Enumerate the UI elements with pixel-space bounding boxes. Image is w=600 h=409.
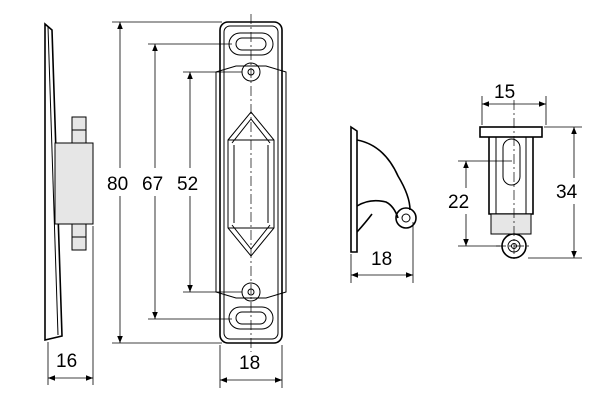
dim-side-width: 16 xyxy=(56,351,77,372)
dim-end-height: 34 xyxy=(556,182,578,203)
dim-profile-width: 18 xyxy=(371,249,392,270)
end-view: 15 22 34 xyxy=(448,82,582,262)
dim-end-slot-height: 22 xyxy=(448,192,469,213)
dim-slot-spacing: 67 xyxy=(142,174,163,195)
dim-overall-height: 80 xyxy=(107,174,128,195)
dim-end-top-width: 15 xyxy=(494,82,515,103)
side-view: 16 xyxy=(44,22,94,385)
dim-front-width: 18 xyxy=(239,353,260,374)
profile-view: 18 xyxy=(350,125,417,283)
dim-hole-spacing: 52 xyxy=(177,174,198,195)
front-view: 80 67 52 18 xyxy=(107,14,287,388)
